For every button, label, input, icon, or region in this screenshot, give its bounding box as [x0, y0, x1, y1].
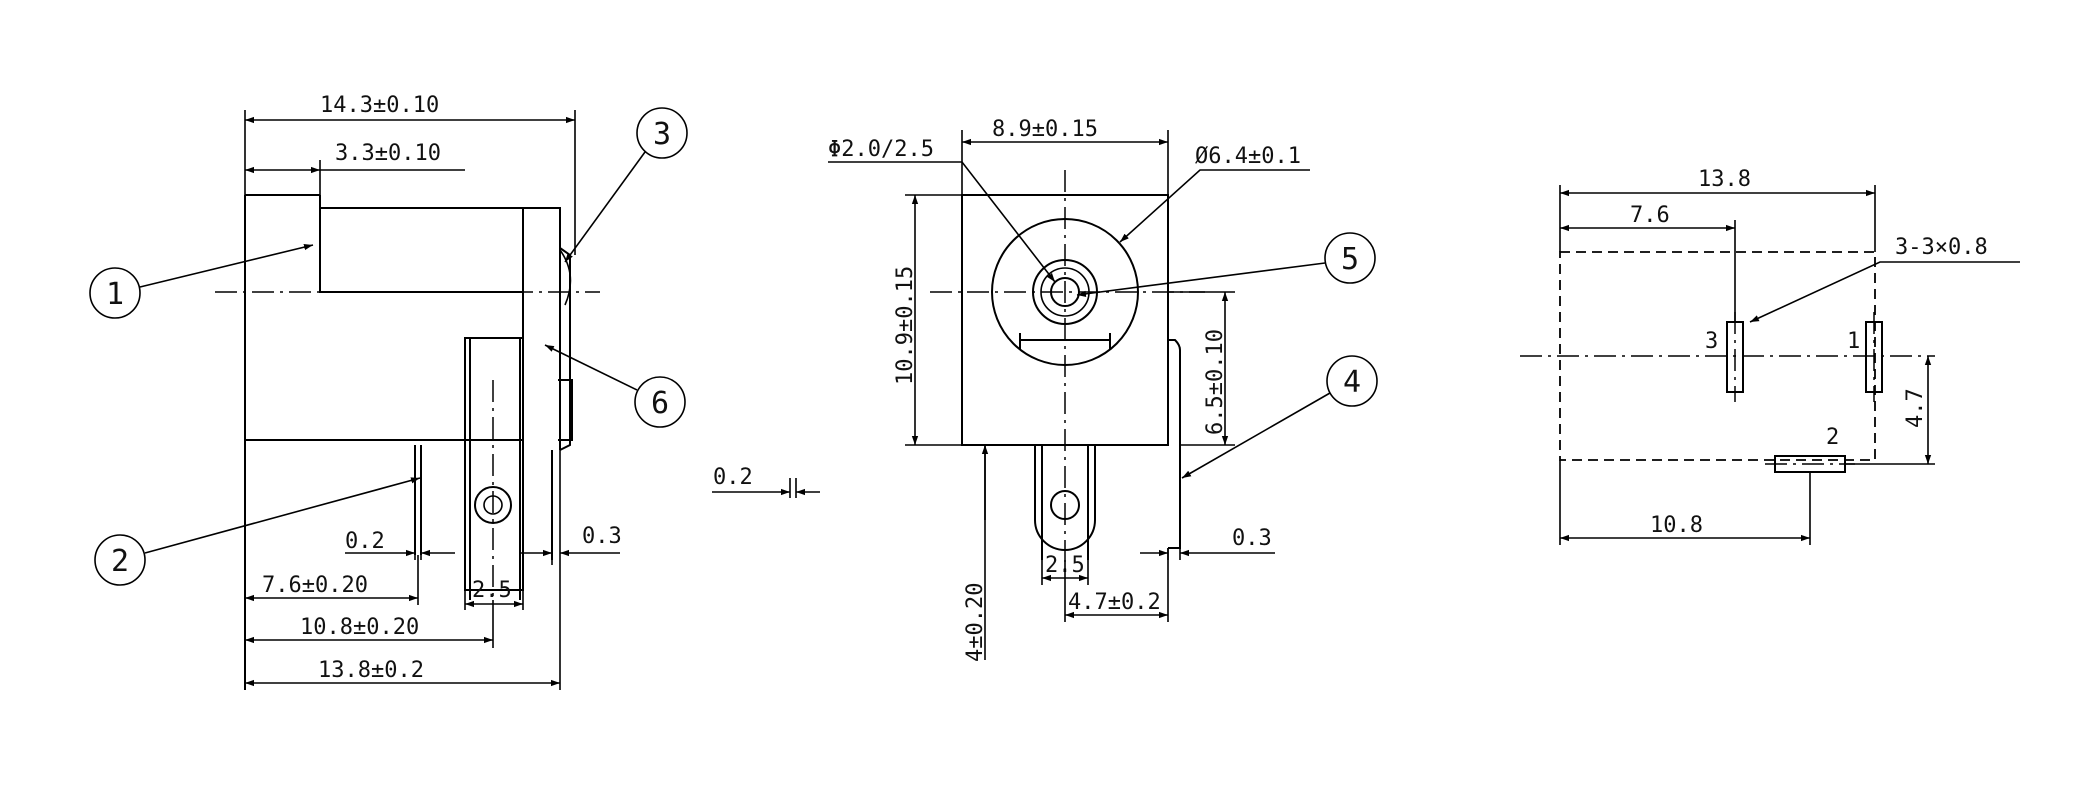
pad-label-1: 1: [1847, 329, 1860, 354]
pcb-layout-view: 3 1 2 13.8 7.6 3-3×0.8 10.8 4.7: [1520, 167, 2020, 545]
dim-pin-dia: Φ2.0/2.5: [828, 137, 934, 162]
callout-5: 5: [1341, 242, 1359, 277]
pad-label-3: 3: [1705, 329, 1718, 354]
dim-front-thickness: 0.3: [582, 524, 622, 549]
callout-4: 4: [1343, 365, 1361, 400]
callout-1: 1: [106, 277, 124, 312]
dim-pin3-pos: 7.6: [1630, 203, 1670, 228]
side-view: 14.3±0.10 3.3±0.10 0.2 0.3 7.6±0.20 2.5 …: [89, 93, 688, 690]
callout-2: 2: [111, 544, 129, 579]
dim-height: 10.9±0.15: [893, 266, 918, 385]
dim-pcb-overall: 13.8: [1698, 167, 1751, 192]
dim-overall-length: 14.3±0.10: [320, 93, 439, 118]
callout-6: 6: [651, 386, 669, 421]
dim-pin-length: 4±0.20: [963, 583, 988, 662]
dim-flange: 3.3±0.10: [335, 141, 441, 166]
pad-label-2: 2: [1826, 425, 1839, 450]
dim-side-thickness: 0.3: [1232, 526, 1272, 551]
dim-center-height: 6.5±0.10: [1203, 329, 1228, 435]
dim-pcb-pin2-pos: 10.8: [1650, 513, 1703, 538]
dim-bore-dia: Ø6.4±0.1: [1195, 144, 1301, 169]
dim-body-length: 13.8±0.2: [318, 658, 424, 683]
svg-text:0.2: 0.2: [713, 465, 753, 490]
dim-pin-width: 2.5: [472, 578, 512, 603]
dim-width: 8.9±0.15: [992, 117, 1098, 142]
front-view: 8.9±0.15 Φ2.0/2.5 Ø6.4±0.1 10.9±0.15 6.5…: [828, 117, 1378, 662]
dim-pin2-pos: 10.8±0.20: [300, 615, 419, 640]
dim-pin-offset: 4.7±0.2: [1068, 590, 1161, 615]
dim-pin1-pos: 7.6±0.20: [262, 573, 368, 598]
dim-holes: 3-3×0.8: [1895, 235, 1988, 260]
thickness-note: 0.2: [712, 465, 820, 498]
dim-pin2-offset: 4.7: [1903, 388, 1928, 428]
dim-pin-gap: 0.2: [345, 529, 385, 554]
callout-3: 3: [653, 117, 671, 152]
